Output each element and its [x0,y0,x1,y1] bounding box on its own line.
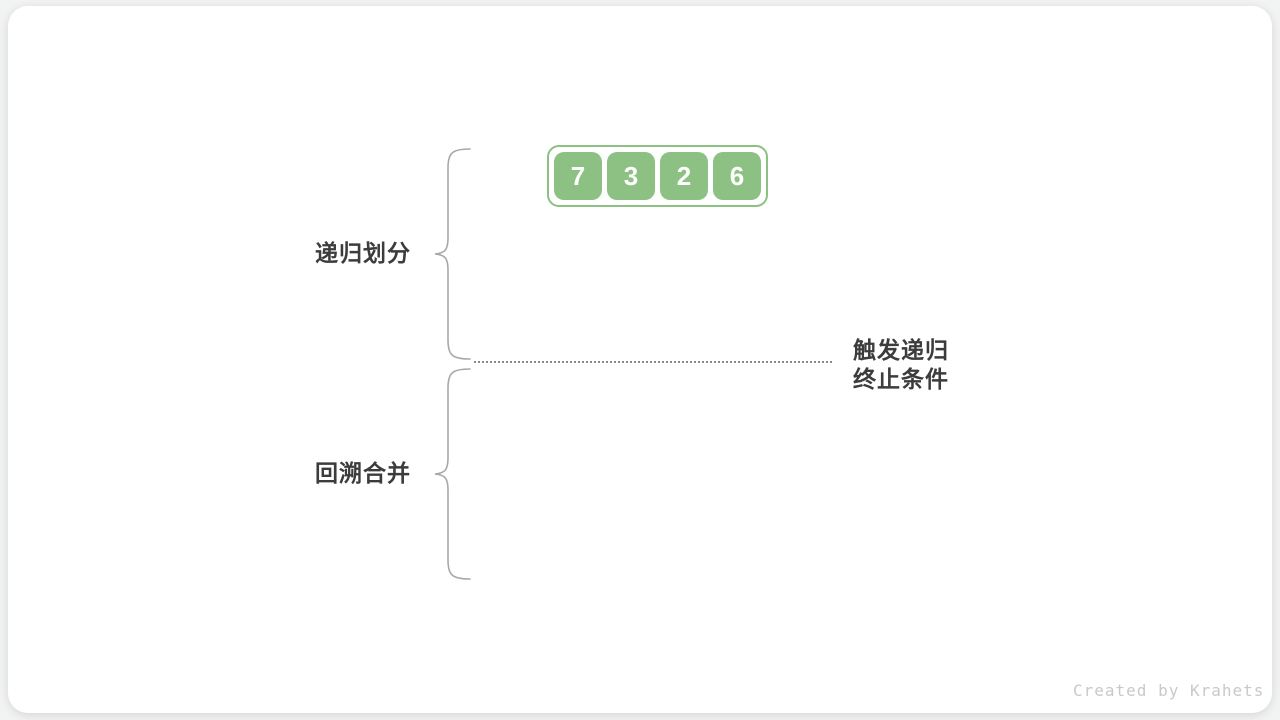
array-cell: 6 [713,152,761,200]
curly-brace-bottom [434,368,471,580]
termination-condition-label: 触发递归 终止条件 [853,336,949,394]
termination-dotted-line [474,361,832,363]
phase-label-recursive-division: 递归划分 [315,240,411,266]
termination-condition-line1: 触发递归 [853,337,949,363]
watermark-credit: Created by Krahets [1073,681,1265,700]
array-cell: 2 [660,152,708,200]
diagram-card: 7 3 2 6 递归划分 回溯合并 触发递归 终止条件 Created by K… [8,6,1272,713]
array-container: 7 3 2 6 [547,145,768,207]
termination-condition-line2: 终止条件 [853,366,949,392]
array-cell: 7 [554,152,602,200]
array-cell: 3 [607,152,655,200]
curly-brace-top [434,148,471,360]
phase-label-backtrack-merge: 回溯合并 [315,460,411,486]
